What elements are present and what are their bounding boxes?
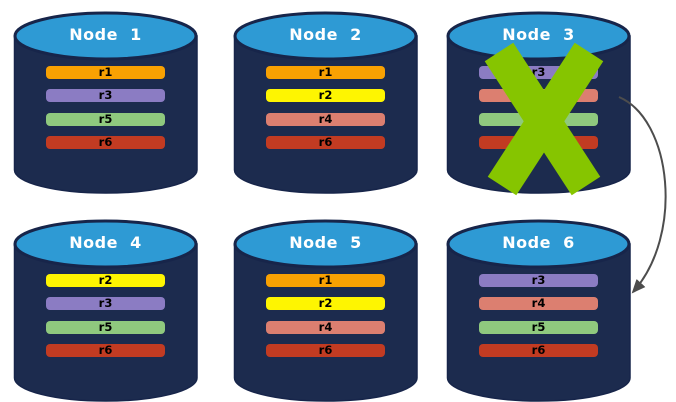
node-2: Node 2 r1 r2 r4 r6 xyxy=(233,10,418,195)
node-title: Node 6 xyxy=(502,233,575,252)
replica-bar-r2: r2 xyxy=(266,89,385,103)
replica-list: r1 r3 r5 r6 xyxy=(46,65,165,149)
replica-list: r1 r2 r4 r6 xyxy=(266,273,385,357)
replica-bar-r5: r5 xyxy=(46,112,165,126)
replica-bar-r6: r6 xyxy=(479,343,598,357)
replica-bar-r1: r1 xyxy=(266,273,385,287)
replica-bar-r1: r1 xyxy=(266,65,385,79)
cylinder-top xyxy=(233,11,418,61)
replica-bar-r4: r4 xyxy=(266,112,385,126)
replica-bar-r4: r4 xyxy=(266,320,385,334)
replica-bar-r1: r1 xyxy=(46,65,165,79)
replica-list: r1 r2 r4 r6 xyxy=(266,65,385,149)
failure-x-icon xyxy=(484,42,604,196)
node-title: Node 4 xyxy=(69,233,142,252)
replica-bar-r6: r6 xyxy=(46,135,165,149)
replica-bar-r4: r4 xyxy=(479,297,598,311)
node-title: Node 3 xyxy=(502,25,575,44)
replica-bar-r3: r3 xyxy=(479,273,598,287)
cylinder-top xyxy=(13,219,198,269)
replica-bar-r6: r6 xyxy=(46,343,165,357)
replica-bar-r6: r6 xyxy=(266,135,385,149)
replica-bar-r5: r5 xyxy=(479,320,598,334)
replica-list: r3 r4 r5 r6 xyxy=(479,273,598,357)
node-5: Node 5 r1 r2 r4 r6 xyxy=(233,218,418,402)
replica-bar-r3: r3 xyxy=(46,89,165,103)
node-title: Node 5 xyxy=(289,233,362,252)
replica-bar-r2: r2 xyxy=(46,273,165,287)
node-4: Node 4 r2 r3 r5 r6 xyxy=(13,218,198,402)
replica-bar-r6: r6 xyxy=(266,343,385,357)
node-1: Node 1 r1 r3 r5 r6 xyxy=(13,10,198,195)
cylinder-top xyxy=(233,219,418,269)
node-6: Node 6 r3 r4 r5 r6 xyxy=(446,218,631,402)
replica-bar-r2: r2 xyxy=(266,297,385,311)
node-title: Node 1 xyxy=(69,25,142,44)
cylinder-top xyxy=(13,11,198,61)
replica-list: r2 r3 r5 r6 xyxy=(46,273,165,357)
replica-bar-r3: r3 xyxy=(46,297,165,311)
replica-bar-r5: r5 xyxy=(46,320,165,334)
node-title: Node 2 xyxy=(289,25,362,44)
cylinder-top xyxy=(446,11,631,61)
